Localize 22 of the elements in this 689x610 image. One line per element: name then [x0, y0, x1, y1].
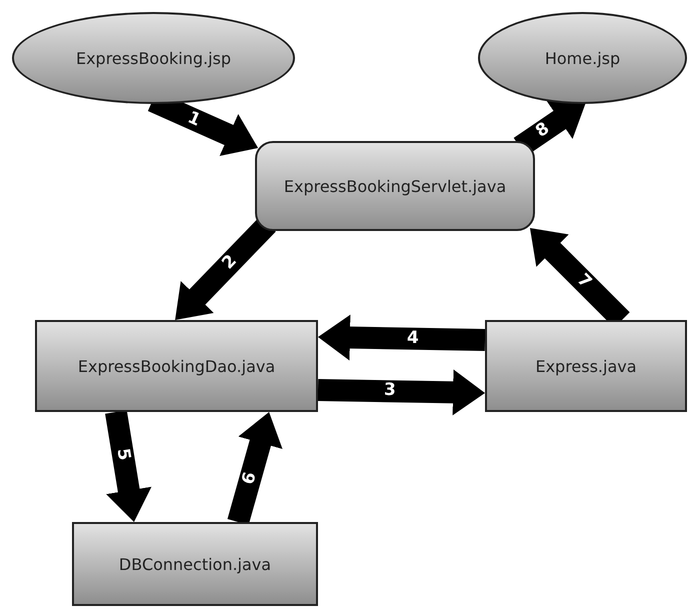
- node-label: ExpressBookingDao.java: [78, 356, 276, 376]
- edge-label: 8: [533, 120, 553, 142]
- node-label: DBConnection.java: [118, 554, 272, 574]
- class-box: [35, 320, 318, 412]
- block-arrow: [318, 369, 485, 416]
- class-box: [255, 141, 535, 231]
- block-arrow: [318, 314, 486, 361]
- edge-label: 3: [383, 382, 396, 400]
- edge-label: 6: [240, 470, 260, 486]
- class-box: [72, 522, 318, 606]
- edge-label: 4: [407, 330, 420, 347]
- block-arrow: [105, 410, 152, 522]
- edge-label: 7: [574, 272, 595, 292]
- node-label: ExpressBooking.jsp: [76, 48, 232, 68]
- node-label: Home.jsp: [544, 48, 620, 68]
- edge-label: 2: [220, 252, 240, 274]
- block-arrow: [227, 412, 282, 525]
- edge-label: 1: [185, 108, 204, 130]
- class-box: [485, 320, 687, 412]
- node-label: Express.java: [535, 356, 637, 376]
- node-label: ExpressBookingServlet.java: [284, 176, 506, 196]
- edge-label: 5: [114, 447, 132, 462]
